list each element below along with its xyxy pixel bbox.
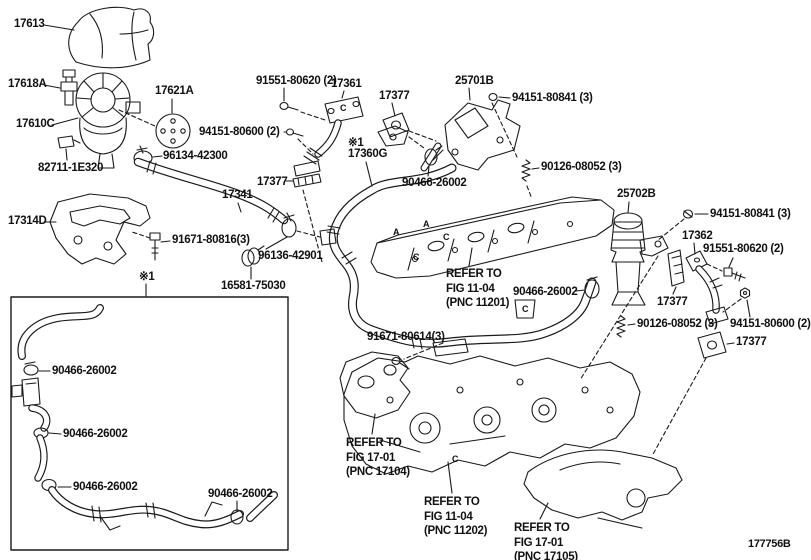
pipe-17361-drawing xyxy=(293,90,364,177)
bolt-91671-80816-drawing xyxy=(131,231,171,261)
part-label: 91671-80614(3) xyxy=(367,331,445,343)
clamp-90466-a-drawing xyxy=(420,142,443,177)
gasket-17377-c-drawing xyxy=(667,249,685,295)
part-label: 90466-26002 xyxy=(73,481,138,493)
part-label: 90126-08052 (3) xyxy=(637,318,718,330)
part-label: 90466-26002 xyxy=(208,488,273,500)
part-label: 96136-42901 xyxy=(258,250,323,262)
valve-cover-11201-drawing xyxy=(370,196,615,279)
part-label: 16581-75030 xyxy=(221,280,286,292)
clamp-96136-drawing xyxy=(265,212,321,250)
hose-17360G-drawing xyxy=(319,161,597,357)
part-label: 90466-26002 xyxy=(52,365,117,377)
bolt-91551-a-drawing xyxy=(279,87,326,121)
refer-note: REFER TO FIG 11-04 (PNC 11201) xyxy=(446,268,510,309)
footnote-marker: ※1 xyxy=(139,271,155,283)
refer-note: REFER TO FIG 11-04 (PNC 11202) xyxy=(424,496,488,537)
part-label: 17314D xyxy=(8,215,47,227)
part-label: 17360G xyxy=(348,148,388,160)
clamp-90466-b-drawing xyxy=(575,276,600,299)
clamp-16581-drawing xyxy=(241,245,265,280)
part-label: 91671-80816(3) xyxy=(172,234,250,246)
part-label: 90466-26002 xyxy=(402,177,467,189)
part-label: 90466-26002 xyxy=(513,286,578,298)
footnote-marker: ※1 xyxy=(348,137,364,149)
pulley-17621A-drawing xyxy=(118,98,191,149)
part-label: 82711-1E320 xyxy=(38,162,104,174)
part-label: 17377 xyxy=(736,336,767,348)
part-label: 91551-80620 (2) xyxy=(256,75,337,87)
refer-note: REFER TO FIG 17-01 (PNC 17104) xyxy=(346,437,410,478)
port-marker: C xyxy=(522,304,529,314)
part-label: 17610C xyxy=(16,118,55,130)
hose-inset-box xyxy=(10,296,289,551)
part-label: 17377 xyxy=(657,296,688,308)
part-label: 96134-42300 xyxy=(163,150,228,162)
engine-head-11202-drawing xyxy=(343,355,641,494)
part-label: 17613 xyxy=(14,18,45,30)
port-marker: C xyxy=(413,252,420,262)
part-label: 17362 xyxy=(682,230,713,242)
part-label: 17377 xyxy=(379,90,410,102)
bolt-94151-80600-a-drawing xyxy=(283,128,314,155)
nut-94151-80600-b-drawing xyxy=(722,287,751,318)
port-marker: C xyxy=(340,103,347,113)
bolt-94151-80841-b-drawing xyxy=(656,209,709,242)
part-label: 17361 xyxy=(331,78,362,90)
part-label: 17618A xyxy=(8,78,47,90)
gasket-17377-b-drawing xyxy=(382,102,437,142)
stud-90126-b-drawing xyxy=(579,255,659,381)
diagram-code: 177756B xyxy=(748,538,791,550)
port-marker: C xyxy=(443,232,450,242)
intake-manifold-17104-drawing xyxy=(339,351,411,435)
part-label: 94151-80600 (2) xyxy=(730,318,811,330)
part-label: 94151-80841 (3) xyxy=(710,208,791,220)
part-label: 17341 xyxy=(222,189,253,201)
bracket-17314D-drawing xyxy=(43,193,151,265)
gasket-17377-d-drawing xyxy=(651,331,735,457)
refer-note: REFER TO FIG 17-01 (PNC 17105) xyxy=(514,522,578,560)
part-label: 17377 xyxy=(257,176,288,188)
exhaust-manifold-17105-drawing xyxy=(523,449,683,529)
hose-17341-drawing xyxy=(133,157,289,225)
gasket-17377-a-drawing xyxy=(285,173,323,263)
port-marker: A xyxy=(423,219,430,229)
part-label: 17621A xyxy=(155,85,194,97)
valve-25701B-drawing xyxy=(377,87,521,171)
part-label: 94151-80841 (3) xyxy=(512,92,593,104)
cover-17613-drawing xyxy=(43,6,155,69)
part-label: 25701B xyxy=(455,75,494,87)
part-label: 90126-08052 (3) xyxy=(541,161,622,173)
part-label: 25702B xyxy=(617,188,656,200)
port-marker: C xyxy=(452,454,459,464)
part-label: 94151-80600 (2) xyxy=(199,126,280,138)
stud-90126-a-drawing xyxy=(521,159,540,200)
part-label: 90466-26002 xyxy=(63,428,128,440)
bolt-91551-b-drawing xyxy=(706,257,746,282)
pipe-17362-drawing xyxy=(685,242,729,325)
valve-17618A-drawing xyxy=(43,69,78,106)
port-marker: A xyxy=(393,227,400,237)
part-label: 91551-80620 (2) xyxy=(703,243,784,255)
valve-25702B-drawing xyxy=(610,201,669,306)
bolt-94151-80841-a-drawing xyxy=(488,92,518,158)
air-pump-17610C-drawing xyxy=(51,72,141,169)
clamp-82711-drawing xyxy=(57,135,81,161)
